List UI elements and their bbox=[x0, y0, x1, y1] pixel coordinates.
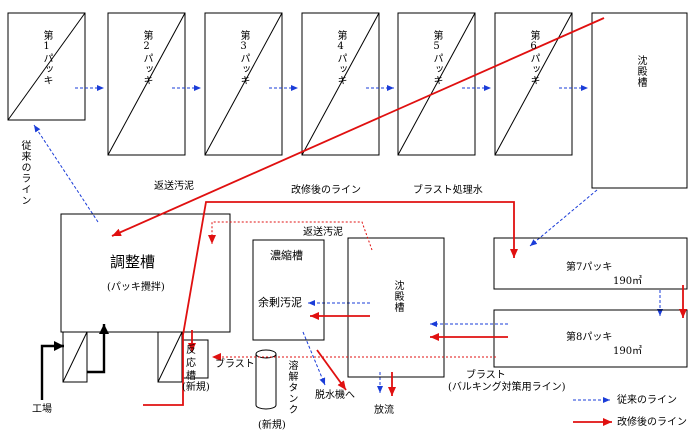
tank-7-volume: 190㎥ bbox=[613, 276, 643, 287]
dissolve-tank-label: 溶解タンク bbox=[286, 360, 297, 415]
tank-4-label: 第4パッキ bbox=[335, 30, 346, 86]
adjust-tank-sublabel: (パッキ攪拌) bbox=[107, 282, 165, 293]
concentration-tank-label: 濃縮槽 bbox=[270, 249, 303, 262]
tank-7-box bbox=[493, 237, 688, 290]
adjust-tank-label: 調整槽 bbox=[110, 253, 156, 271]
legend-new-label: 改修後のライン bbox=[617, 417, 687, 428]
settling-tank-mid-box bbox=[347, 237, 445, 378]
return-sludge-label-1: 返送汚泥 bbox=[154, 181, 194, 192]
legend-old-label: 従来のライン bbox=[617, 395, 677, 406]
renovated-line-label: 改修後のライン bbox=[291, 185, 361, 196]
tank-2-label: 第2パッキ bbox=[141, 30, 152, 86]
tank-3-box bbox=[204, 12, 283, 156]
excess-sludge-label: 余剰汚泥 bbox=[258, 296, 302, 309]
blast-bulking-label: ブラスト bbox=[466, 370, 506, 381]
bulking-line-label: (バルキング対策用ライン) bbox=[448, 382, 566, 393]
factory-label: 工場 bbox=[32, 404, 52, 415]
tank-6-box bbox=[494, 12, 573, 156]
discharge-label: 放流 bbox=[374, 405, 394, 416]
factory-inflow bbox=[40, 324, 109, 400]
tank-1-box bbox=[7, 12, 86, 121]
tank-5-box bbox=[397, 12, 476, 156]
tank-3-label: 第3パッキ bbox=[238, 30, 249, 86]
settling-tank-top-label: 沈殿槽 bbox=[635, 55, 646, 88]
dissolve-tank-new: (新規) bbox=[258, 420, 286, 431]
reaction-tank-label: 反応槽 bbox=[186, 345, 196, 382]
dissolve-tank-shape bbox=[255, 349, 277, 410]
tank-4-box bbox=[301, 12, 380, 156]
tank-6-label: 第6パッキ bbox=[528, 30, 539, 86]
tank-7-label: 第7パッキ bbox=[566, 262, 613, 273]
adjust-tank-box bbox=[60, 213, 231, 333]
return-sludge-label-2: 返送汚泥 bbox=[303, 227, 343, 238]
tank-8-label: 第8パッキ bbox=[566, 332, 613, 343]
settling-tank-mid-label: 沈殿槽 bbox=[392, 280, 403, 313]
tank-8-volume: 190㎥ bbox=[613, 346, 643, 357]
dewater-label: 脱水機へ bbox=[315, 390, 355, 401]
tank-2-box bbox=[107, 12, 186, 156]
tank-5-label: 第5パッキ bbox=[431, 30, 442, 86]
tank-1-label: 第1パッキ bbox=[41, 30, 52, 86]
settling-tank-top-box bbox=[591, 12, 688, 189]
blast-water-label: ブラスト処理水 bbox=[413, 185, 483, 196]
reaction-tank-new: (新規) bbox=[182, 382, 210, 393]
concentration-tank-box bbox=[252, 239, 325, 341]
blast-small-label: ブラスト bbox=[215, 359, 255, 370]
tank-8-box bbox=[493, 309, 688, 368]
old-line-vertical-label: 従来のライン bbox=[19, 140, 30, 206]
